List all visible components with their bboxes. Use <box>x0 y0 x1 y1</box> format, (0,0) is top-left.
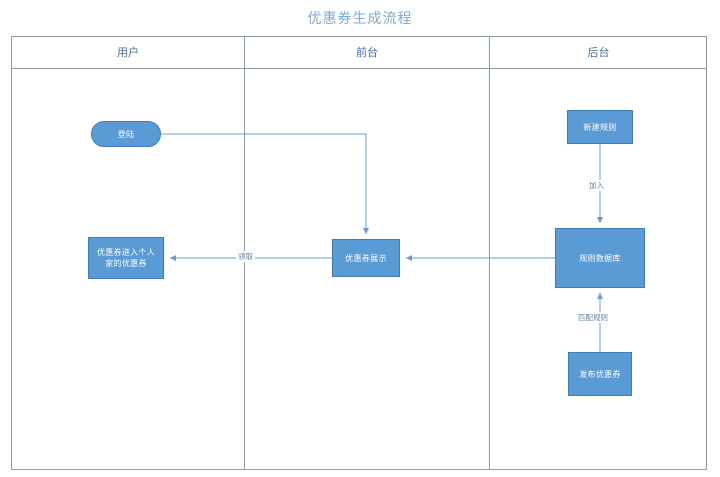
node-new-rule-label: 新建规则 <box>583 122 617 132</box>
edge-label-claim: 领取 <box>236 251 255 262</box>
page-title: 优惠券生成流程 <box>307 10 413 26</box>
node-coupon-personal[interactable]: 优惠券进入个人家的优惠券 <box>88 237 164 279</box>
node-publish-coupon[interactable]: 发布优惠券 <box>568 352 632 396</box>
swimlane-divider-2 <box>489 37 490 469</box>
edge-label-join: 加入 <box>587 180 606 191</box>
node-coupon-personal-label: 优惠券进入个人家的优惠券 <box>96 248 156 268</box>
node-rule-database-label: 规则数据库 <box>579 253 621 263</box>
swimlane-header-user: 用户 <box>117 47 139 59</box>
node-login[interactable]: 登陆 <box>91 121 161 147</box>
swimlane-header-divider <box>11 68 707 69</box>
node-publish-coupon-label: 发布优惠券 <box>579 369 621 379</box>
edge-label-match-rule: 匹配规则 <box>576 312 610 323</box>
swimlane-header-frontend: 前台 <box>356 47 378 59</box>
swimlane-header-backend: 后台 <box>587 47 610 59</box>
node-coupon-display[interactable]: 优惠券展示 <box>332 239 400 277</box>
node-login-label: 登陆 <box>117 129 135 139</box>
node-rule-database[interactable]: 规则数据库 <box>555 228 645 288</box>
node-new-rule[interactable]: 新建规则 <box>567 110 633 144</box>
node-coupon-display-label: 优惠券展示 <box>345 253 387 263</box>
